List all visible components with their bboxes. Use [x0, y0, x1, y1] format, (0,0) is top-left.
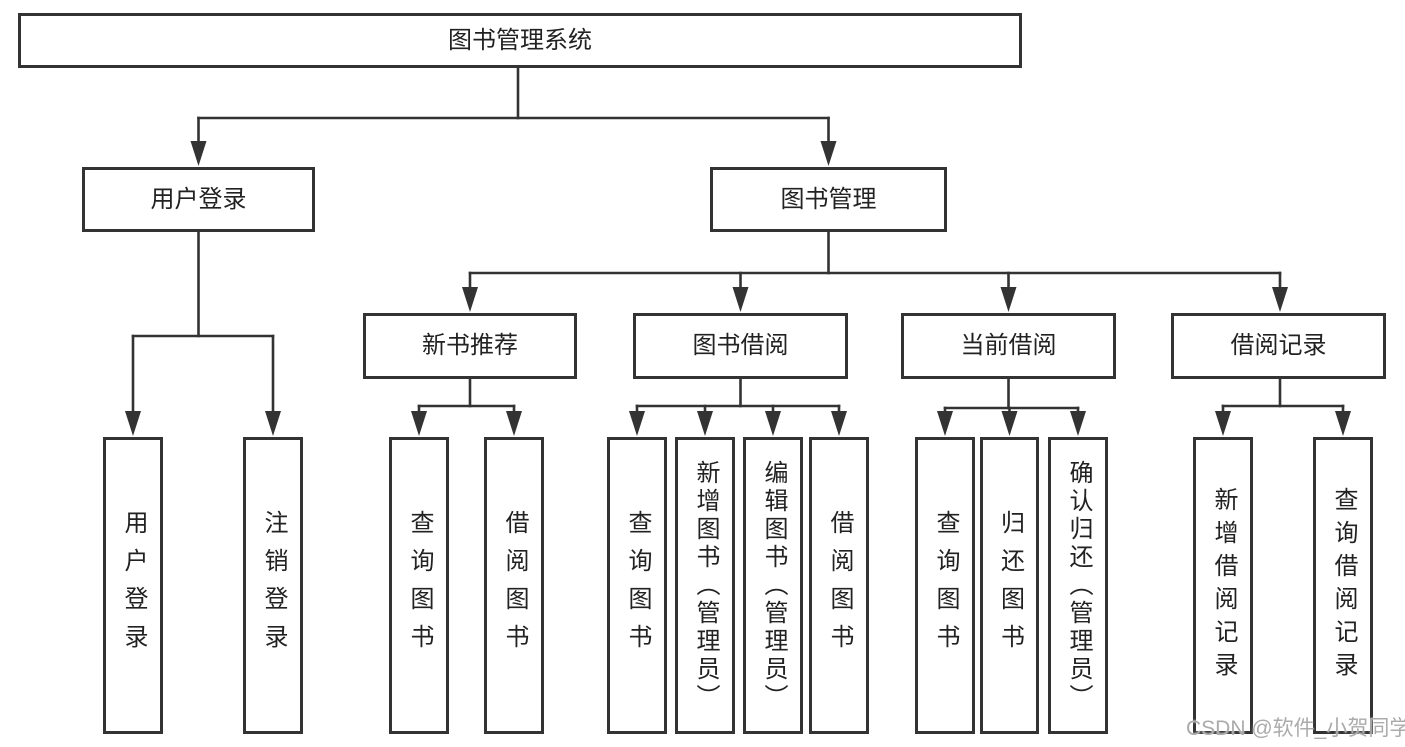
leaf-query-books-1: 查询图书	[389, 437, 449, 734]
leaf-query-books-3-label: 查询图书	[932, 509, 959, 662]
leaf-query-books-2-label: 查询图书	[624, 509, 651, 662]
node-borrowing-records: 借阅记录	[1171, 313, 1386, 379]
leaf-add-borrow-record: 新增借阅记录	[1193, 437, 1253, 734]
leaf-confirm-return-admin: 确认归还（管理员）	[1048, 437, 1108, 734]
leaf-query-books-3: 查询图书	[915, 437, 975, 734]
node-new-book-recommendation: 新书推荐	[363, 313, 577, 379]
leaf-add-borrow-record-label: 新增借阅记录	[1210, 486, 1237, 685]
leaf-borrow-books-1: 借阅图书	[484, 437, 544, 734]
leaf-user-login-label: 用户登录	[120, 509, 147, 662]
leaf-add-books-admin-label: 新增图书（管理员）	[692, 459, 719, 712]
leaf-logout-label: 注销登录	[260, 509, 287, 662]
leaf-edit-books-admin: 编辑图书（管理员）	[743, 437, 803, 734]
leaf-borrow-books-1-label: 借阅图书	[501, 509, 528, 662]
leaf-edit-books-admin-label: 编辑图书（管理员）	[760, 459, 787, 712]
node-library-management-system: 图书管理系统	[18, 13, 1022, 68]
leaf-return-books-label: 归还图书	[996, 509, 1024, 662]
leaf-query-books-1-label: 查询图书	[406, 509, 433, 662]
leaf-logout: 注销登录	[243, 437, 303, 734]
leaf-query-borrow-record: 查询借阅记录	[1313, 437, 1373, 734]
leaf-return-books: 归还图书	[980, 437, 1039, 734]
node-user-login: 用户登录	[82, 167, 315, 232]
leaf-add-books-admin: 新增图书（管理员）	[675, 437, 735, 734]
leaf-borrow-books-2-label: 借阅图书	[826, 509, 853, 662]
leaf-query-borrow-record-label: 查询借阅记录	[1330, 486, 1357, 685]
leaf-borrow-books-2: 借阅图书	[809, 437, 869, 734]
leaf-confirm-return-admin-label: 确认归还（管理员）	[1065, 459, 1092, 712]
watermark: CSDN @软件_小贺同学	[1186, 717, 1405, 740]
node-current-borrowing: 当前借阅	[901, 313, 1116, 379]
node-book-borrowing: 图书借阅	[633, 313, 848, 379]
node-book-management: 图书管理	[710, 167, 947, 232]
leaf-user-login: 用户登录	[103, 437, 163, 734]
leaf-query-books-2: 查询图书	[607, 437, 667, 734]
